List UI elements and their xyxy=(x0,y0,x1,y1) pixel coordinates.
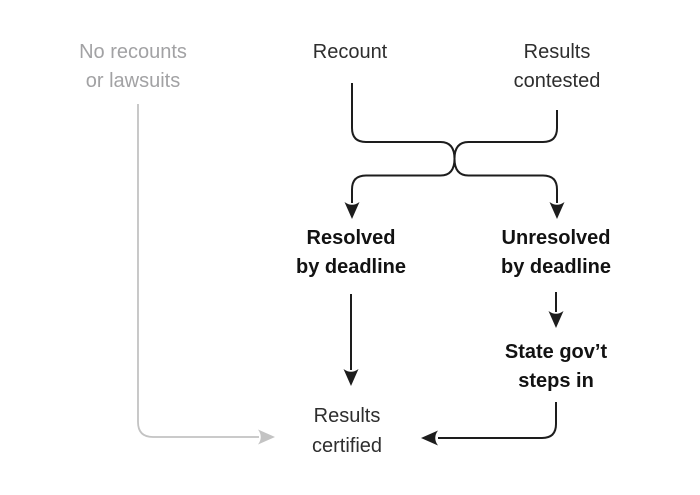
edge-resolved-certified-arrowhead xyxy=(343,369,359,386)
edge-norecounts-certified-arrowhead xyxy=(258,429,275,445)
node-unresolved-line1: Unresolved xyxy=(501,227,611,249)
node-unresolved-by-deadline: Unresolved by deadline xyxy=(501,224,611,282)
node-unresolved-line2: by deadline xyxy=(500,256,612,278)
node-state-govt-line2: steps in xyxy=(518,370,594,392)
node-resolved-line2: by deadline xyxy=(295,256,407,278)
node-results-certified-line2: certified xyxy=(311,435,383,457)
node-resolved-by-deadline: Resolved by deadline xyxy=(296,224,406,282)
edge-stategovt-certified-arrowhead xyxy=(421,430,438,446)
node-no-recounts-line2: or lawsuits xyxy=(85,70,181,92)
edge-unresolved-stategovt-arrowhead xyxy=(548,311,564,328)
node-recount: Recount xyxy=(313,38,388,67)
node-resolved-line1: Resolved xyxy=(306,227,396,249)
node-results-certified-line1: Results xyxy=(313,405,381,427)
node-no-recounts-line1: No recounts xyxy=(79,41,187,63)
node-state-govt-line1: State gov’t xyxy=(504,341,608,363)
node-no-recounts: No recounts or lawsuits xyxy=(79,38,187,96)
edge-contested-crossover xyxy=(351,110,558,203)
node-results-contested: Results contested xyxy=(514,38,601,96)
edge-crossover-right-arrowhead xyxy=(549,202,565,219)
edge-crossover-left-arrowhead xyxy=(344,202,360,219)
node-results-certified: Results certified xyxy=(312,401,382,461)
node-state-govt-steps-in: State gov’t steps in xyxy=(505,338,607,396)
node-results-contested-line2: contested xyxy=(513,70,601,92)
edge-norecounts-certified xyxy=(137,104,259,438)
node-recount-line1: Recount xyxy=(312,41,388,63)
node-results-contested-line1: Results xyxy=(523,41,591,63)
edge-stategovt-certified xyxy=(438,402,557,439)
